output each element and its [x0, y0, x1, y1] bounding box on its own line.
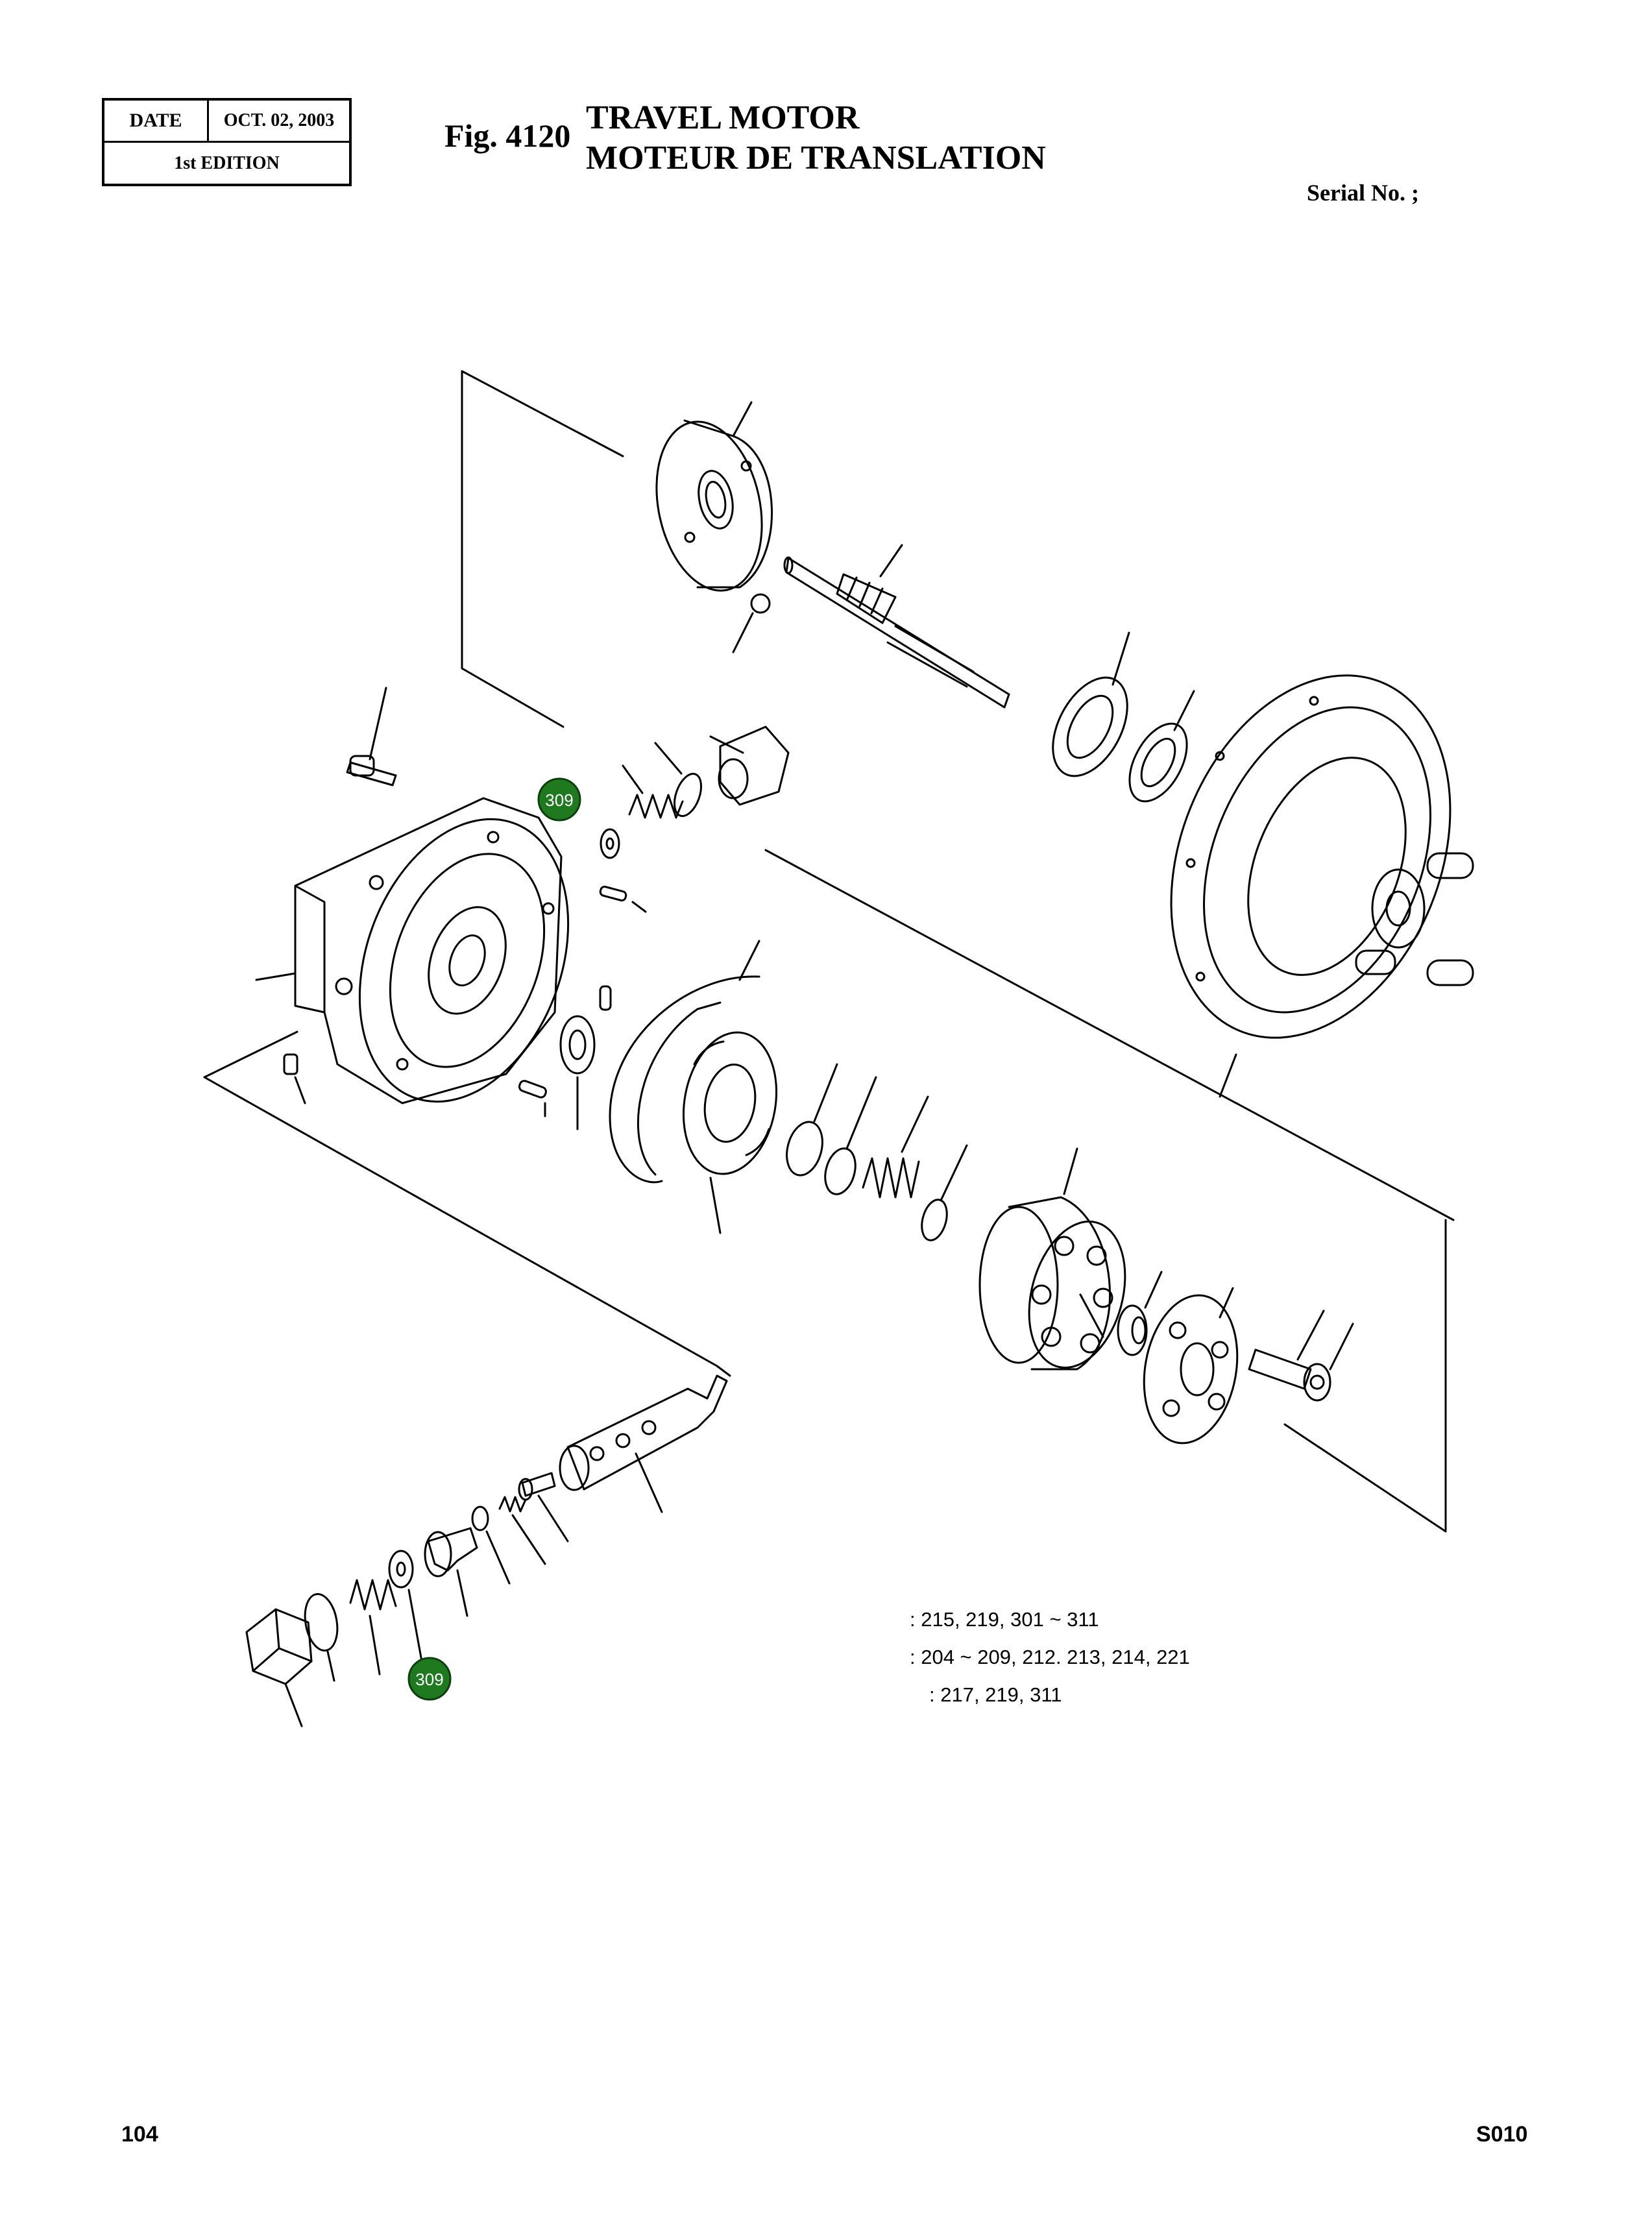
bolt-part: [346, 687, 397, 786]
date-value: OCT. 02, 2003: [223, 110, 335, 130]
edition-label: 1st EDITION: [174, 152, 280, 173]
page-number: 104: [121, 2122, 158, 2147]
top-assembly-frame: [203, 370, 1455, 1533]
date-box: DATE OCT. 02, 2003 1st EDITION: [102, 98, 352, 186]
part-reference-line: : 217, 219, 311: [929, 1683, 1062, 1706]
needle-bearing-part: [559, 1015, 596, 1130]
valve-plate-part: [682, 1031, 778, 1234]
spherical-bushing-part: [1117, 1271, 1163, 1356]
o-ring-part: [471, 1506, 511, 1585]
callout-badge: 309: [407, 1657, 452, 1701]
shaft-part: [783, 544, 1010, 709]
title-english: TRAVEL MOTOR: [586, 99, 860, 136]
plug-small-part: [283, 1053, 306, 1104]
spring-part: [498, 1496, 546, 1565]
part-reference-line: : 215, 219, 301 ~ 311: [910, 1608, 1099, 1631]
ball-part: [732, 593, 771, 653]
pin-part: [599, 885, 647, 1011]
washer-part: [388, 1550, 423, 1663]
spring-part: [622, 764, 684, 819]
motor-housing-part: [1170, 674, 1474, 1098]
washer-part: [600, 828, 620, 859]
o-ring-part: [654, 742, 703, 818]
bearing-part: [1128, 690, 1195, 803]
date-row: DATE OCT. 02, 2003: [104, 101, 349, 143]
spring-seat-part: [824, 1076, 877, 1195]
title-french: MOTEUR DE TRANSLATION: [586, 140, 1046, 177]
poppet-part: [518, 1472, 569, 1542]
valve-cartridge-part: [559, 1374, 728, 1513]
date-label: DATE: [104, 101, 209, 141]
retaining-ring-part: [786, 1063, 838, 1176]
spring-part: [862, 1095, 929, 1199]
callout-badge: 309: [537, 777, 581, 822]
spring-part: [349, 1579, 397, 1676]
retainer-plate-part: [1143, 1287, 1239, 1445]
valve-body-part: [255, 797, 570, 1104]
piston-part: [1248, 1310, 1354, 1402]
serial-number-label: Serial No. ;: [1307, 180, 1419, 206]
plug-part: [709, 725, 790, 806]
snap-ring-part: [609, 940, 760, 1184]
document-code: S010: [1476, 2122, 1528, 2147]
plunger-part: [424, 1527, 478, 1617]
callout-label: 309: [545, 790, 573, 810]
rear-cover-part: [655, 401, 773, 592]
pin-part: [518, 1080, 547, 1117]
o-ring-part: [304, 1592, 339, 1682]
figure-number: Fig. 4120: [444, 117, 571, 154]
hex-plug-part: [245, 1608, 313, 1727]
cylinder-block-part: [978, 1147, 1126, 1371]
part-reference-line: : 204 ~ 209, 212. 213, 214, 221: [910, 1646, 1190, 1668]
washer-part: [921, 1144, 968, 1241]
bearing-part: [1052, 631, 1130, 777]
callout-label: 309: [415, 1670, 443, 1689]
